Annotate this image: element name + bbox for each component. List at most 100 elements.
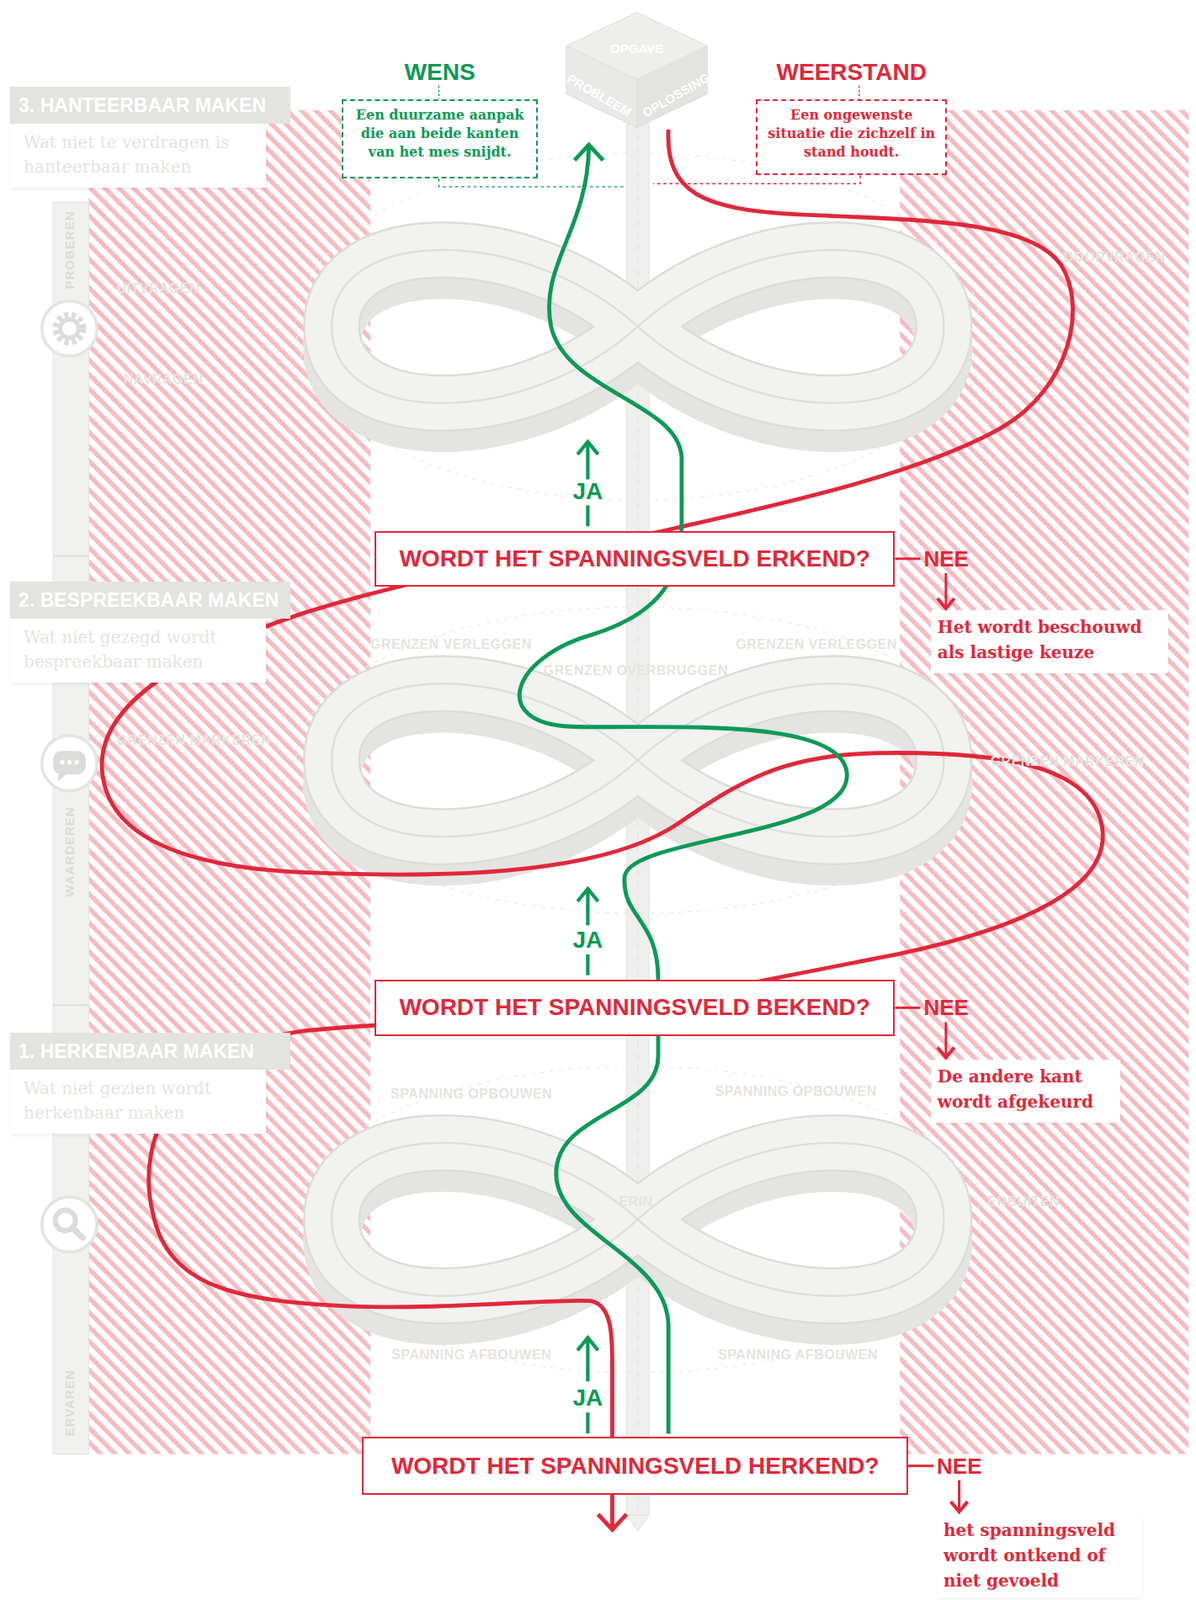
- decision-question: WORDT HET SPANNINGSVELD BEKEND?: [398, 994, 871, 1021]
- chat-icon: [53, 750, 86, 775]
- loop-top: [331, 683, 944, 837]
- column-tip: [626, 1514, 649, 1531]
- magnifier-icon: [72, 1227, 83, 1238]
- phase-heading: 3. HANTEERBAAR MAKEN: [10, 86, 291, 124]
- loop-top: [331, 249, 944, 404]
- callout-heading: WEERSTAND: [706, 58, 996, 86]
- outcome-box: De andere kant wordt afgekeurd: [930, 1059, 1122, 1123]
- chat-dot: [74, 760, 79, 765]
- loop-top: [331, 1142, 944, 1297]
- divider: [53, 555, 89, 558]
- loop-label: GRENZEN MARKEREN: [116, 733, 272, 748]
- resistance-path: [101, 129, 1103, 1527]
- edge-label: NEE: [923, 996, 968, 1019]
- phase-description: Wat niet te verdragen is hanteerbaar mak…: [10, 123, 266, 188]
- chat-dot: [59, 760, 64, 765]
- yes-label: JA: [572, 928, 603, 952]
- loop-label: GRENZEN VERLEGGEN: [370, 637, 532, 652]
- phase-band: 2. BESPREEKBAAR MAKENWat niet gezegd wor…: [10, 581, 291, 697]
- phase-verb: ERVAREN: [63, 1370, 76, 1437]
- wish-path: [519, 147, 847, 1435]
- decision-question: WORDT HET SPANNINGSVELD ERKEND?: [398, 545, 871, 573]
- phase-description: Wat niet gezegd wordt bespreekbaar maken: [10, 618, 266, 683]
- callout-text: Een duurzame aanpak die aan beide kanten…: [348, 106, 532, 163]
- outcome-box: het spanningsveld wordt ontkend of niet …: [936, 1513, 1142, 1598]
- loop-label: SPANNING OPBOUWEN: [390, 1087, 553, 1101]
- phase-heading: 1. HERKENBAAR MAKEN: [10, 1032, 291, 1070]
- outcome-text: Het wordt beschouwd als lastige keuze: [937, 614, 1163, 665]
- loop-edge: [331, 249, 944, 404]
- decision-question: WORDT HET SPANNINGSVELD HERKEND?: [391, 1452, 880, 1480]
- callout-box: WENSEen duurzame aanpak die aan beide ka…: [341, 99, 538, 180]
- callout-heading: WENS: [292, 58, 587, 86]
- loop-label: UITVRAGEN: [116, 281, 201, 296]
- leader-line: [858, 85, 860, 100]
- ja-tick: [585, 507, 590, 526]
- loop-arrow-track: [331, 683, 944, 837]
- outcome-text: De andere kant wordt afgekeurd: [937, 1063, 1115, 1115]
- yes-label: JA: [572, 1386, 603, 1410]
- arrow-head: [578, 441, 597, 453]
- leader-line: [438, 178, 625, 187]
- loop-edge: [331, 1142, 944, 1297]
- gear-icon: [56, 315, 84, 343]
- callout-text: Een ongewenste situatie die zichzelf in …: [762, 106, 941, 163]
- loop-label: GRENZEN OVERBRUGGEN: [543, 664, 729, 678]
- chat-dot: [67, 760, 72, 765]
- loop-label: SPANNING OPBOUWEN: [715, 1084, 878, 1099]
- cube-label: PROBLEEM: [564, 71, 633, 118]
- divider: [53, 1004, 89, 1006]
- arrow-head: [578, 1337, 597, 1349]
- connector: [908, 1466, 968, 1512]
- phase-band: 1. HERKENBAAR MAKENWat niet gezien wordt…: [10, 1032, 291, 1148]
- phase-heading: 2. BESPREEKBAAR MAKEN: [10, 581, 291, 619]
- loop-label: ERIN: [618, 1195, 653, 1209]
- loop-arrow-track: [331, 249, 944, 404]
- loop-edge: [331, 683, 944, 837]
- loop-label: NAVRAGEN: [123, 372, 203, 387]
- infinity-loops: [331, 249, 944, 1317]
- connector-line: [944, 1021, 947, 1056]
- callout-box: WEERSTANDEen ongewenste situatie die zic…: [755, 99, 947, 176]
- phase-verb: WAARDEREN: [63, 807, 76, 898]
- connector-line: [894, 1006, 920, 1010]
- ja-arrow: [585, 889, 590, 924]
- guide-ellipses: [296, 153, 980, 1373]
- icon-circle: [42, 301, 97, 357]
- decision-box: WORDT HET SPANNINGSVELD HERKEND?: [361, 1436, 909, 1495]
- edge-label: NEE: [936, 1455, 982, 1478]
- arrow-head: [937, 598, 955, 609]
- phase-verb: PROBEREN: [63, 211, 76, 290]
- loop-label: ERBUITEN: [987, 1195, 1060, 1209]
- cube-label: OPGAVE: [610, 42, 664, 55]
- arrow-head: [937, 1047, 955, 1058]
- task-cube: [566, 12, 707, 128]
- ja-arrow: [585, 442, 590, 478]
- cube-label: OPLOSSING: [639, 70, 712, 120]
- edge-label: NEE: [923, 547, 968, 570]
- outcome-text: het spanningsveld wordt ontkend of niet …: [943, 1517, 1135, 1594]
- phase-bar: [42, 201, 97, 1455]
- loop-label: DOORVRAGEN: [1063, 250, 1165, 265]
- bar: [53, 201, 89, 1455]
- arrow-head: [598, 1514, 628, 1530]
- phase-band: 3. HANTEERBAAR MAKENWat niet te verdrage…: [10, 86, 291, 202]
- icon-circle: [42, 735, 97, 791]
- arrow-head: [574, 144, 604, 160]
- decision-box: WORDT HET SPANNINGSVELD ERKEND?: [374, 531, 895, 588]
- ja-arrow: [585, 1339, 590, 1380]
- leader-line: [438, 85, 440, 100]
- yes-label: JA: [572, 479, 603, 504]
- connector: [894, 558, 955, 609]
- connector-line: [908, 1464, 934, 1468]
- loop-label: GRENZEN MARKEREN: [990, 754, 1145, 769]
- outcome-box: Het wordt beschouwd als lastige keuze: [930, 610, 1170, 674]
- icon-circle: [42, 1196, 97, 1252]
- connector: [894, 1007, 955, 1058]
- ja-tick: [585, 956, 590, 974]
- chat-icon: [57, 772, 68, 782]
- cube-face: [566, 12, 707, 80]
- arrow-head: [578, 888, 597, 900]
